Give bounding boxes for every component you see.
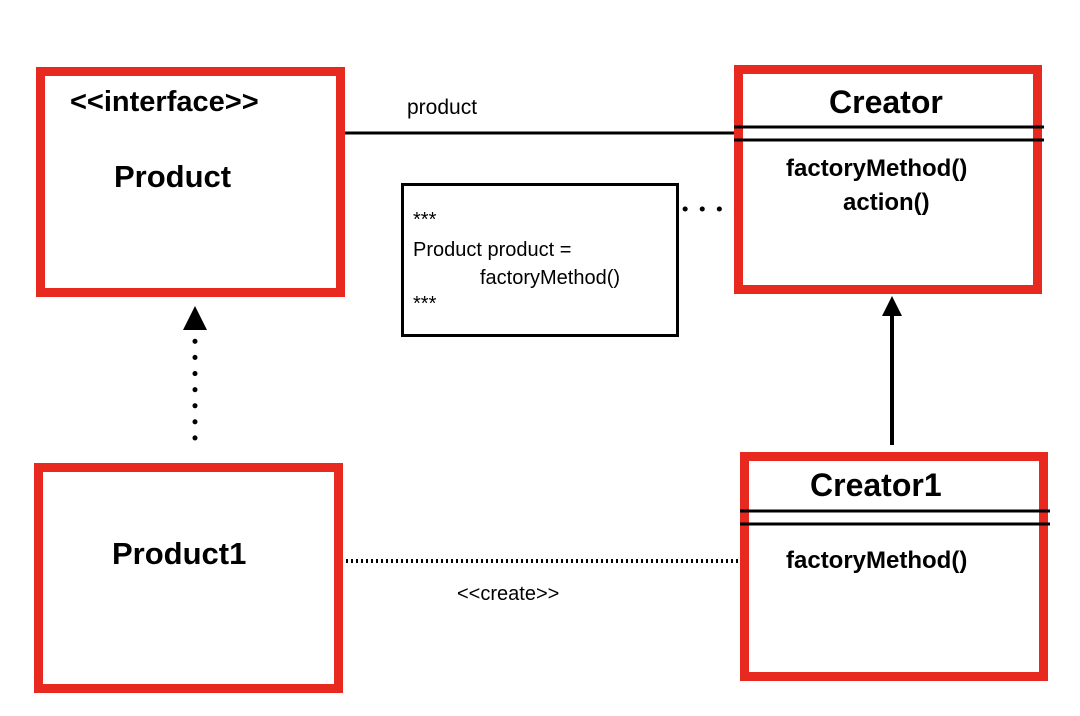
association-label: product [407,96,478,119]
creator1-method-factory: factoryMethod() [786,547,968,574]
note-line: *** [413,293,437,315]
creator-compartment-divider [734,125,1044,142]
product1-class-name: Product1 [112,536,247,571]
creator-class-box [734,65,1042,294]
creator-class-name: Creator [829,84,943,120]
product1-class-box [34,463,343,693]
note-line: factoryMethod() [480,267,621,289]
note-line: *** [413,209,437,231]
creator-method-factory: factoryMethod() [786,155,968,182]
creator-method-action: action() [843,189,930,216]
note-box: *** Product product = factoryMethod() **… [401,183,679,337]
note-line: Product product = [413,239,572,261]
product-class-name: Product [114,159,232,194]
dependency-label: <<create>> [457,583,560,605]
product-interface-box [36,67,345,297]
realization-arrowhead [183,306,207,330]
creator1-class-name: Creator1 [810,467,942,503]
creator1-class-box [740,452,1048,681]
creator1-compartment-divider [740,509,1050,526]
product-stereotype: <<interface>> [70,86,259,118]
inheritance-arrowhead [882,296,902,316]
